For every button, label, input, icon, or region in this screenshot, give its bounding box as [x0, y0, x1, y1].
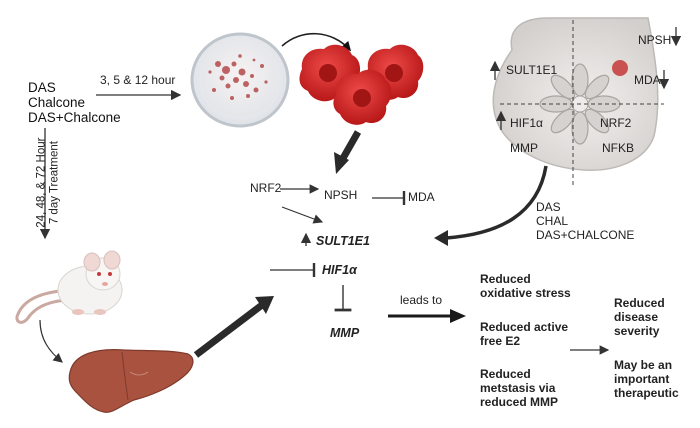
breast-tissue-icon [492, 17, 659, 171]
breast-npsh: NPSH [638, 33, 672, 47]
breast-treatment-das: DAS [536, 200, 561, 214]
final-disease-severity: Reduced disease severity [614, 296, 665, 338]
mouse-icon [15, 250, 123, 324]
treatment-list: DAS Chalcone DAS+Chalcone [28, 80, 121, 125]
leads-to-arrow [450, 309, 466, 323]
outcome-metastasis: Reduced metstasis via reduced MMP [480, 367, 558, 409]
pathway-mda: MDA [408, 190, 435, 204]
outcome-line: Reduced [480, 272, 531, 286]
leads-to-label: leads to [400, 293, 443, 307]
breast-mda: MDA [634, 73, 661, 87]
breast-nrf2: NRF2 [600, 116, 632, 130]
final-therapeutic: May be an important therapeutic [614, 358, 679, 400]
breast-treatment-list: DAS CHAL DAS+CHALCONE [536, 200, 634, 242]
incubation-label: 3, 5 & 12 hour [100, 73, 176, 87]
treatment-das: DAS [28, 80, 56, 95]
breast-treatment-chal: CHAL [536, 214, 569, 228]
outcome-free-e2: Reduced active free E2 [480, 320, 568, 348]
outcome-line: free E2 [480, 334, 521, 348]
tumor-cells-icon [299, 44, 424, 125]
cells-to-pathway-arrow [338, 130, 362, 162]
pathway-hif1a: HIF1α [322, 263, 357, 277]
treatment-das-chalcone: DAS+Chalcone [28, 110, 121, 125]
final-line: therapeutic [614, 386, 679, 400]
outcome-line: Reduced active [480, 320, 569, 334]
breast-treatment-das-chalcone: DAS+CHALCONE [536, 228, 635, 242]
outcome-line: metstasis via [480, 381, 556, 395]
liver-icon [68, 349, 194, 413]
outcome-line: Reduced [480, 367, 531, 381]
outcome-oxidative-stress: Reduced oxidative stress [480, 272, 571, 300]
final-line: important [614, 372, 670, 386]
petri-dish-icon [190, 32, 290, 128]
treatment-chalcone: Chalcone [28, 95, 86, 110]
outcome-line: reduced MMP [480, 395, 559, 409]
mouse-to-liver-arrow [39, 319, 63, 363]
pathway-npsh: NPSH [324, 188, 358, 202]
nrf2-to-sult1e1-arrow [281, 206, 324, 224]
dish-to-cells-arrow [281, 32, 352, 52]
duration-hours-label: 24, 48, & 72 Hour [35, 137, 48, 228]
final-line: May be an [614, 358, 673, 372]
breast-sult1e1: SULT1E1 [506, 63, 558, 77]
pathway-mmp: MMP [330, 326, 360, 340]
breast-mmp: MMP [510, 141, 538, 155]
pathway-sult1e1: SULT1E1 [316, 234, 370, 248]
final-line: severity [614, 324, 660, 338]
duration-days-label: 7 day Treatment [48, 141, 61, 225]
pathway-nrf2: NRF2 [250, 181, 282, 195]
final-line: Reduced [614, 296, 665, 310]
breast-hif1a: HIF1α [510, 116, 543, 130]
outcome-line: oxidative stress [480, 286, 571, 300]
breast-nfkb: NFKB [602, 141, 635, 155]
final-line: disease [614, 310, 659, 324]
liver-to-pathway-arrow [193, 302, 265, 358]
breast-to-pathway-arrow [445, 165, 548, 240]
